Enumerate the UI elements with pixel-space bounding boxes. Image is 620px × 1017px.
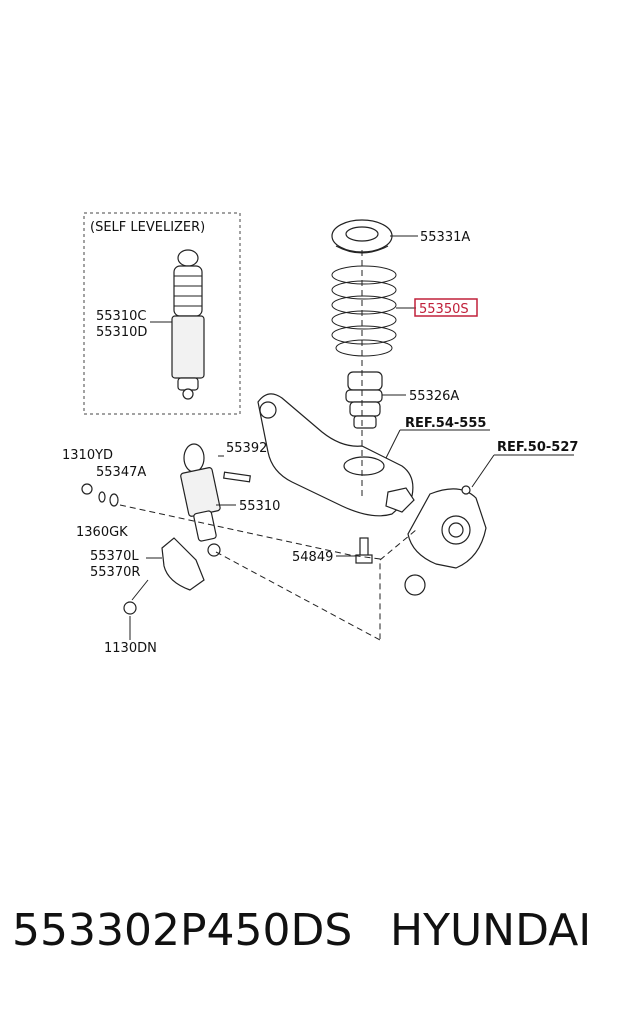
assembly-line (119, 504, 381, 639)
knuckle (404, 485, 487, 596)
highlight-box[interactable] (414, 298, 478, 317)
bolt-54849 (355, 537, 373, 564)
label-1130DN: 1130DN (104, 641, 157, 656)
label-54849: 54849 (292, 550, 333, 565)
part-number: 553302P450DS (12, 905, 353, 956)
label-55331A: 55331A (420, 230, 470, 245)
label-55310: 55310 (239, 499, 280, 514)
label-1310YD: 1310YD (62, 448, 113, 463)
bolt-1130DN (123, 579, 149, 615)
assembly-line (379, 529, 417, 561)
shock-absorber (180, 443, 221, 557)
label-55347A: 55347A (96, 465, 146, 480)
label-55370R: 55370R (90, 565, 140, 580)
spring-seat (331, 219, 393, 254)
caption: 553302P450DS HYUNDAI (0, 905, 620, 985)
brand-name: HYUNDAI (390, 905, 592, 956)
assembly-line (215, 551, 381, 641)
label-55350S[interactable]: 55350S (419, 302, 469, 317)
label-55326A: 55326A (409, 389, 459, 404)
lower-arm (257, 393, 415, 517)
self-levelizer-title: (SELF LEVELIZER) (90, 220, 205, 235)
label-ref-50-527[interactable]: REF.50-527 (497, 440, 578, 455)
label-55370L: 55370L (90, 549, 139, 564)
self-levelizer-shock (171, 249, 205, 400)
bump-stopper (345, 371, 383, 429)
bolt-55392 (223, 471, 251, 483)
label-55310C: 55310C (96, 309, 146, 324)
parts-diagram: (SELF LEVELIZER) (62, 212, 578, 656)
bracket-55370 (161, 537, 205, 591)
washer-55347A (109, 493, 119, 507)
label-ref-54-555[interactable]: REF.54-555 (405, 416, 486, 431)
label-1360GK: 1360GK (76, 525, 128, 540)
bolt-1310YD (81, 483, 93, 495)
label-55310D: 55310D (96, 325, 147, 340)
washer-1360GK (98, 491, 106, 503)
coil-spring (331, 265, 397, 357)
self-levelizer-box (83, 212, 241, 415)
label-55392: 55392 (226, 441, 267, 456)
